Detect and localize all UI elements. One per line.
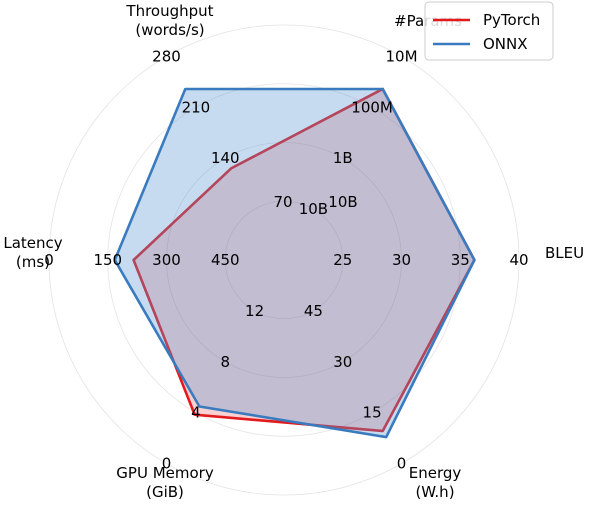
tick-label-params: 1B <box>333 149 353 167</box>
axis-label-energy: Energy <box>409 464 462 482</box>
legend-label-onnx: ONNX <box>483 35 528 53</box>
axis-label-latency: Latency <box>3 234 62 252</box>
tick-label-latency: 0 <box>44 251 54 269</box>
tick-label-params: 10M <box>385 48 417 66</box>
axis-label-gpu_memory: (GiB) <box>146 483 184 501</box>
tick-label-bleu: 35 <box>451 251 470 269</box>
grid-circle-2 <box>166 142 402 378</box>
axis-label-gpu_memory: GPU Memory <box>116 464 214 482</box>
tick-label-bleu: 40 <box>509 251 528 269</box>
tick-label-throughput: 280 <box>152 48 181 66</box>
series-fill-onnx <box>114 89 475 438</box>
tick-label-energy: 0 <box>397 455 407 473</box>
axis-label-latency: (ms) <box>16 253 50 271</box>
tick-label-latency: 150 <box>93 251 122 269</box>
tick-label-params: 100M <box>351 98 393 116</box>
tick-label-latency: 300 <box>152 251 181 269</box>
tick-label-gpu_memory: 0 <box>162 455 172 473</box>
tick-label-energy: 45 <box>304 302 323 320</box>
series-line-onnx <box>113 87 476 439</box>
series-fill-pytorch <box>133 89 475 431</box>
tick-label-center: 10B <box>328 193 357 211</box>
tick-label-params: 10B <box>299 200 328 218</box>
grid-circle-3 <box>107 83 461 437</box>
tick-label-bleu: 30 <box>392 251 411 269</box>
legend-box <box>424 1 554 61</box>
tick-label-throughput: 210 <box>182 98 211 116</box>
tick-label-bleu: 25 <box>333 251 352 269</box>
axis-label-bleu: BLEU <box>545 244 584 262</box>
tick-label-center: 70 <box>273 193 292 211</box>
tick-label-latency: 450 <box>211 251 240 269</box>
tick-label-gpu_memory: 4 <box>191 404 201 422</box>
tick-label-gpu_memory: 8 <box>221 353 231 371</box>
axis-label-energy: (W.h) <box>415 483 454 501</box>
grid-circle-4 <box>48 24 520 496</box>
tick-label-energy: 15 <box>363 404 382 422</box>
axis-label-throughput: (words/s) <box>135 21 204 39</box>
legend-label-pytorch: PyTorch <box>483 11 540 29</box>
tick-label-throughput: 140 <box>211 149 240 167</box>
tick-label-energy: 30 <box>333 353 352 371</box>
axis-label-throughput: Throughput <box>125 2 213 20</box>
tick-label-gpu_memory: 12 <box>245 302 264 320</box>
grid-circle-1 <box>224 200 344 320</box>
